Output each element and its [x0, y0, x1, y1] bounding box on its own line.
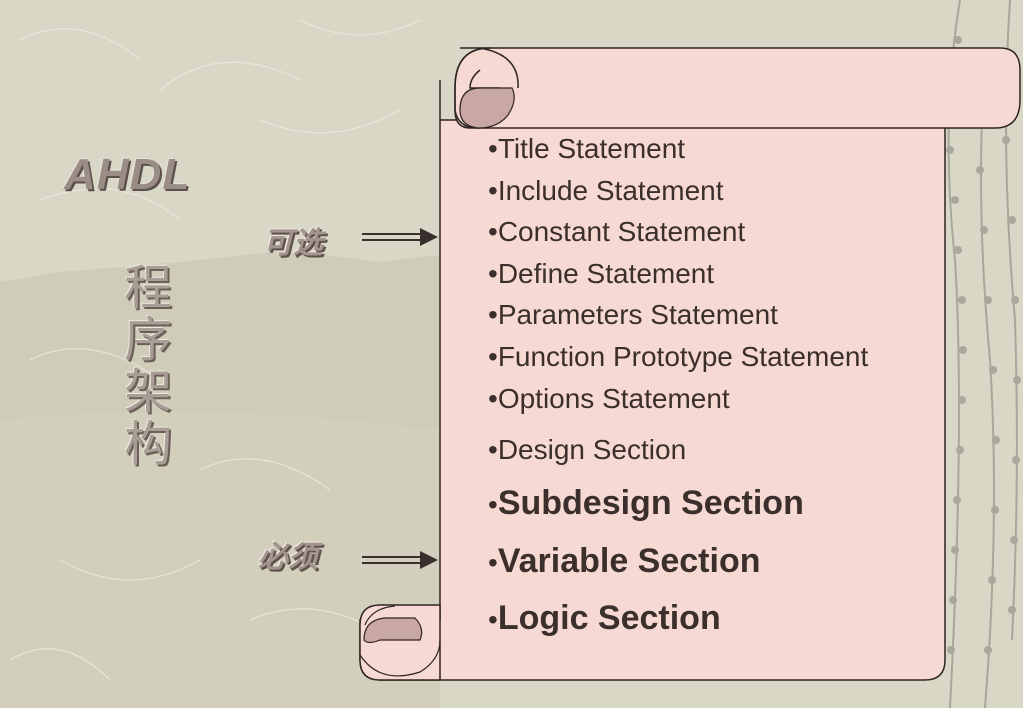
- list-item: •Title Statement: [488, 128, 868, 170]
- bullet: •: [488, 546, 498, 578]
- bullet: •: [488, 489, 498, 521]
- list-item: •Define Statement: [488, 253, 868, 295]
- ahdl-title: AHDL: [64, 150, 191, 199]
- variable-section: Variable Section: [497, 541, 761, 580]
- list-item: •Constant Statement: [488, 211, 868, 253]
- bullet: •: [488, 604, 498, 636]
- vertical-char: 序: [123, 312, 172, 368]
- required-label: 必须: [258, 540, 318, 575]
- list-item: •Include Statement: [488, 170, 868, 212]
- design-section: Design Section: [497, 434, 687, 466]
- vertical-char: 构: [123, 416, 172, 472]
- bullet: •: [488, 174, 498, 206]
- statement-include: Include Statement: [497, 174, 724, 206]
- bullet: •: [488, 216, 498, 248]
- list-item: •Parameters Statement: [488, 294, 868, 336]
- optional-arrow-icon: [362, 228, 438, 246]
- list-item: •Options Statement: [488, 378, 868, 420]
- subdesign-section: Subdesign Section: [497, 484, 804, 523]
- statement-list: •Title Statement •Include Statement •Con…: [488, 128, 868, 648]
- list-item: •Logic Section: [488, 590, 868, 648]
- vertical-char: 程: [123, 260, 172, 316]
- bullet: •: [488, 434, 498, 466]
- list-item: •Design Section: [488, 425, 868, 475]
- list-item: •Function Prototype Statement: [488, 336, 868, 378]
- bullet: •: [488, 382, 498, 414]
- bullet: •: [488, 133, 498, 164]
- vertical-char: 架: [123, 364, 172, 420]
- statement-parameters: Parameters Statement: [497, 299, 778, 331]
- required-arrow-icon: [362, 551, 438, 569]
- bullet: •: [488, 299, 498, 331]
- logic-section: Logic Section: [497, 599, 721, 638]
- bullet: •: [488, 257, 498, 289]
- statement-constant: Constant Statement: [497, 216, 746, 248]
- list-item: •Variable Section: [488, 533, 868, 591]
- program-structure-title: 程 序 架 构: [118, 262, 178, 470]
- list-item: •Subdesign Section: [488, 475, 868, 533]
- statement-options: Options Statement: [497, 382, 730, 414]
- statement-define: Define Statement: [497, 257, 715, 289]
- bullet: •: [488, 340, 498, 372]
- optional-label: 可选: [263, 226, 323, 261]
- statement-function-prototype: Function Prototype Statement: [497, 340, 869, 372]
- statement-title: Title Statement: [497, 133, 686, 164]
